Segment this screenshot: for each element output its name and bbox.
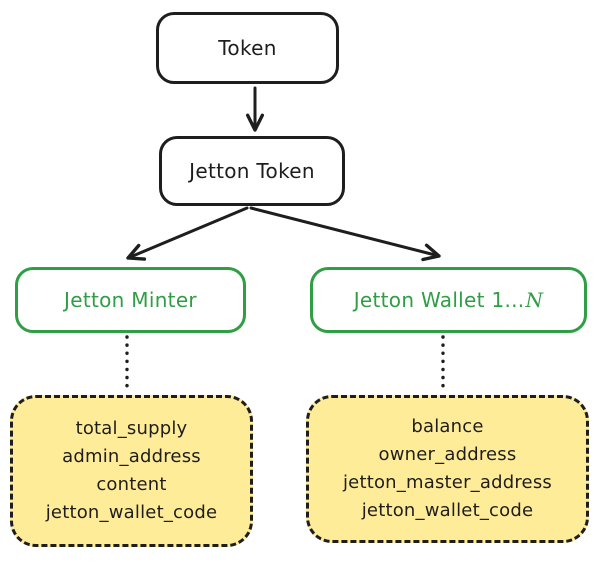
node-jetton-token-label: Jetton Token bbox=[189, 159, 315, 183]
wallet-fields-box: balance owner_address jetton_master_addr… bbox=[306, 395, 589, 543]
node-jetton-minter: Jetton Minter bbox=[15, 267, 246, 333]
node-jetton-wallet-label-n: N bbox=[525, 288, 544, 312]
field-admin-address: admin_address bbox=[62, 446, 201, 467]
arrow-jetton-token-to-minter bbox=[126, 206, 249, 261]
field-jetton-wallet-code: jetton_wallet_code bbox=[361, 500, 534, 521]
arrow-jetton-token-to-wallet bbox=[249, 206, 441, 262]
field-jetton-master-address: jetton_master_address bbox=[342, 472, 552, 493]
node-jetton-token: Jetton Token bbox=[159, 136, 345, 206]
minter-fields-box: total_supply admin_address content jetto… bbox=[10, 395, 253, 547]
node-jetton-minter-label: Jetton Minter bbox=[64, 288, 197, 312]
field-owner-address: owner_address bbox=[378, 444, 517, 465]
node-token-label: Token bbox=[218, 36, 277, 60]
node-jetton-wallet-label-prefix: Jetton Wallet 1... bbox=[353, 288, 525, 312]
field-jetton-wallet-code: jetton_wallet_code bbox=[45, 502, 218, 523]
field-total-supply: total_supply bbox=[75, 418, 188, 439]
field-content: content bbox=[96, 474, 167, 495]
node-jetton-wallet: Jetton Wallet 1...N bbox=[310, 267, 587, 333]
field-balance: balance bbox=[411, 416, 484, 437]
node-token: Token bbox=[156, 12, 339, 84]
node-jetton-wallet-label: Jetton Wallet 1...N bbox=[354, 288, 544, 312]
